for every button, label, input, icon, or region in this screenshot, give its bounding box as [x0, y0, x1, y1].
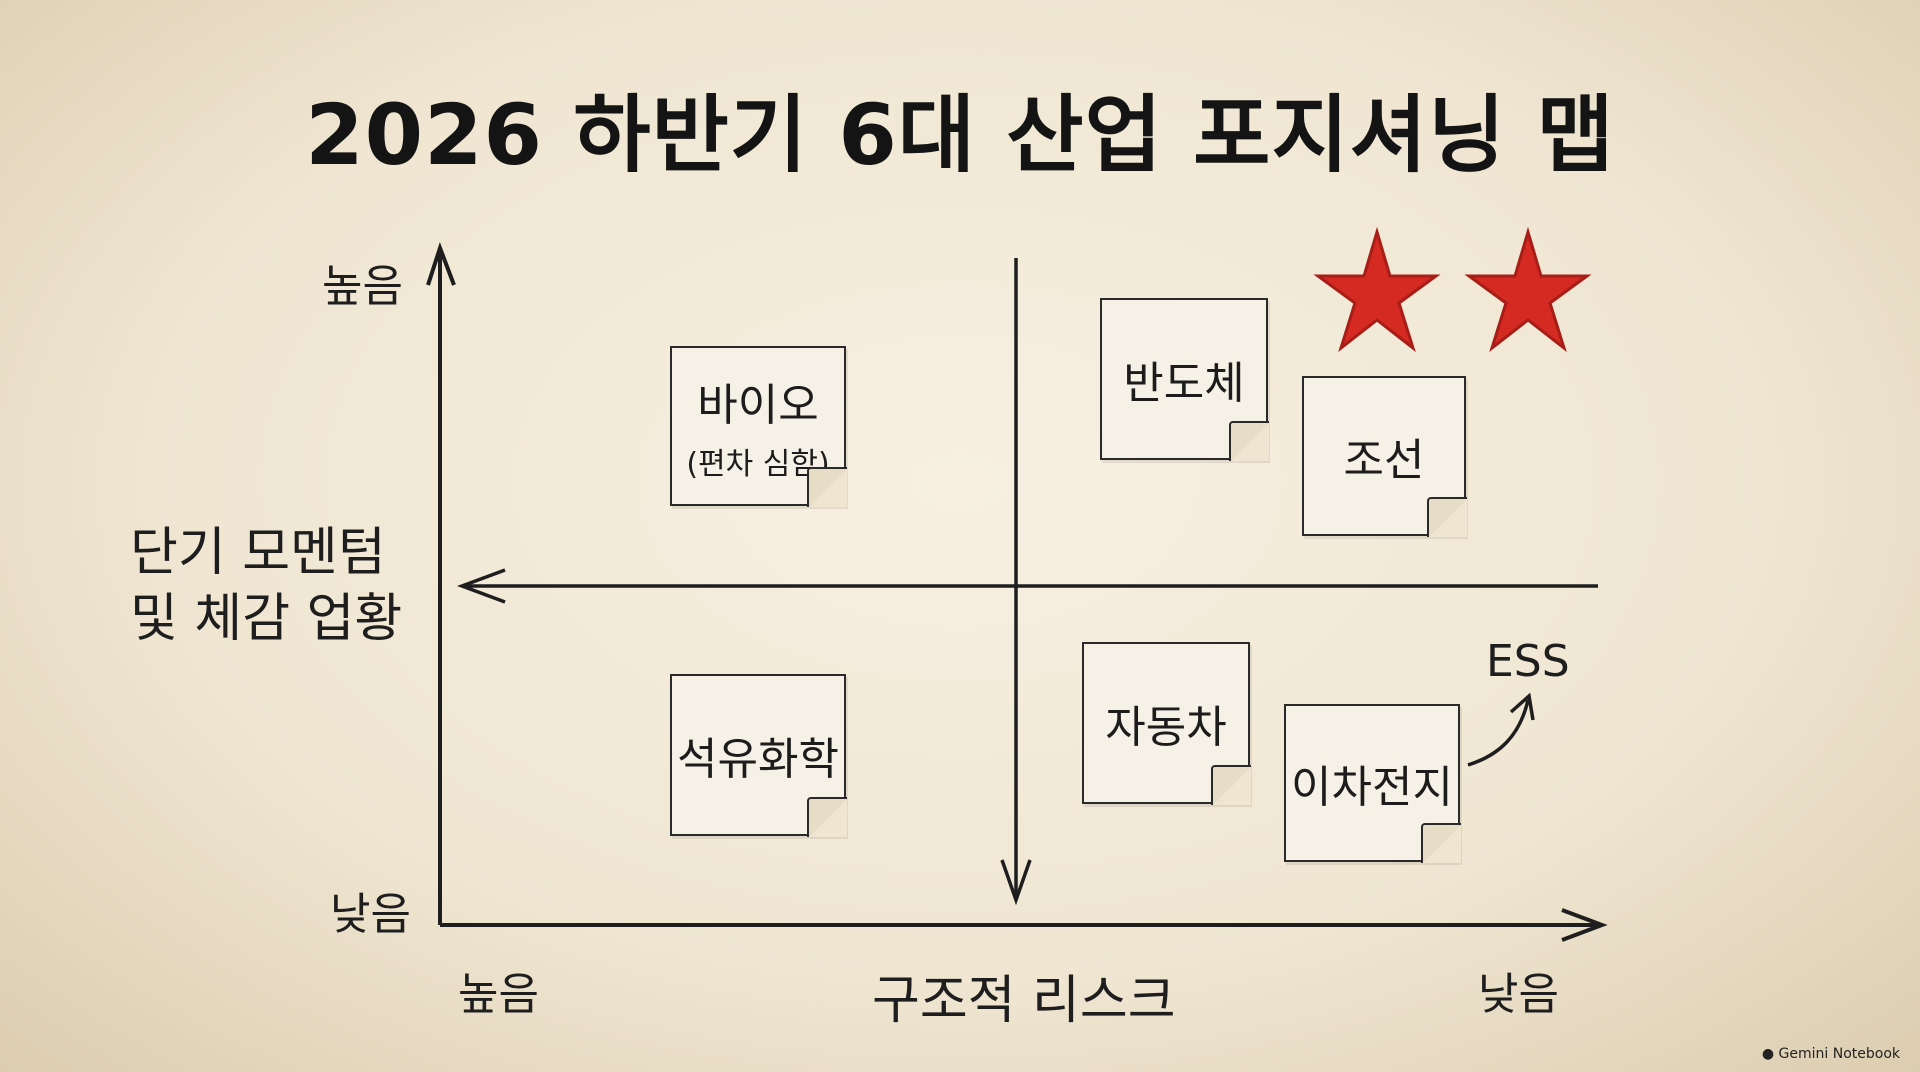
star-icon — [1313, 226, 1441, 353]
y-axis-low-label: 낮음 — [330, 889, 411, 940]
page-curl-icon — [1421, 823, 1461, 863]
x-axis-right-label: 낮음 — [1478, 969, 1559, 1020]
note-battery-label: 이차전지 — [1291, 762, 1453, 813]
x-axis-title: 구조적 리스크 — [872, 971, 1176, 1031]
note-semiconductor: 반도체 — [1100, 298, 1269, 461]
star-icon — [1464, 226, 1592, 353]
ess-growth-arrow — [1467, 699, 1530, 767]
page-curl-icon — [1211, 765, 1251, 805]
note-bio: 바이오 (편차 심함) — [670, 346, 847, 507]
x-axis-left-label: 높음 — [458, 969, 539, 1020]
horizontal-divider-arrowhead — [456, 568, 506, 604]
note-bio-sublabel: (편차 심함) — [686, 447, 830, 482]
gemini-notebook-icon: ● — [1761, 1046, 1775, 1062]
vertical-divider-arrowhead — [1000, 859, 1032, 906]
page-curl-icon — [1229, 421, 1269, 461]
note-automobile-label: 자동차 — [1105, 702, 1227, 753]
note-shipbuilding: 조선 — [1302, 376, 1467, 537]
footer-brand-label: Gemini Notebook — [1778, 1046, 1900, 1062]
note-petrochemical-label: 석유화학 — [677, 734, 839, 785]
y-axis-high-label: 높음 — [322, 261, 403, 312]
note-semiconductor-label: 반도체 — [1123, 358, 1245, 409]
page-title: 2026 하반기 6대 산업 포지셔닝 맵 — [305, 86, 1615, 184]
ess-growth-arrowhead — [1509, 692, 1535, 721]
page-curl-icon — [807, 467, 847, 507]
note-petrochemical: 석유화학 — [670, 674, 847, 837]
page-curl-icon — [1427, 497, 1467, 537]
footer-brand: ● Gemini Notebook — [1762, 1046, 1900, 1062]
x-axis-arrowhead — [1561, 908, 1608, 942]
y-axis-title: 단기 모멘텀 및 체감 업황 — [130, 520, 402, 652]
y-axis-title-line2: 및 체감 업황 — [130, 589, 403, 649]
note-shipbuilding-label: 조선 — [1343, 435, 1425, 486]
y-axis-title-line1: 단기 모멘텀 — [130, 523, 386, 583]
note-bio-label: 바이오 — [697, 380, 819, 431]
ess-label: ESS — [1486, 636, 1570, 687]
page-curl-icon — [807, 797, 847, 837]
note-automobile: 자동차 — [1082, 642, 1251, 805]
y-axis-arrowhead — [426, 241, 456, 286]
note-battery: 이차전지 — [1284, 704, 1461, 863]
